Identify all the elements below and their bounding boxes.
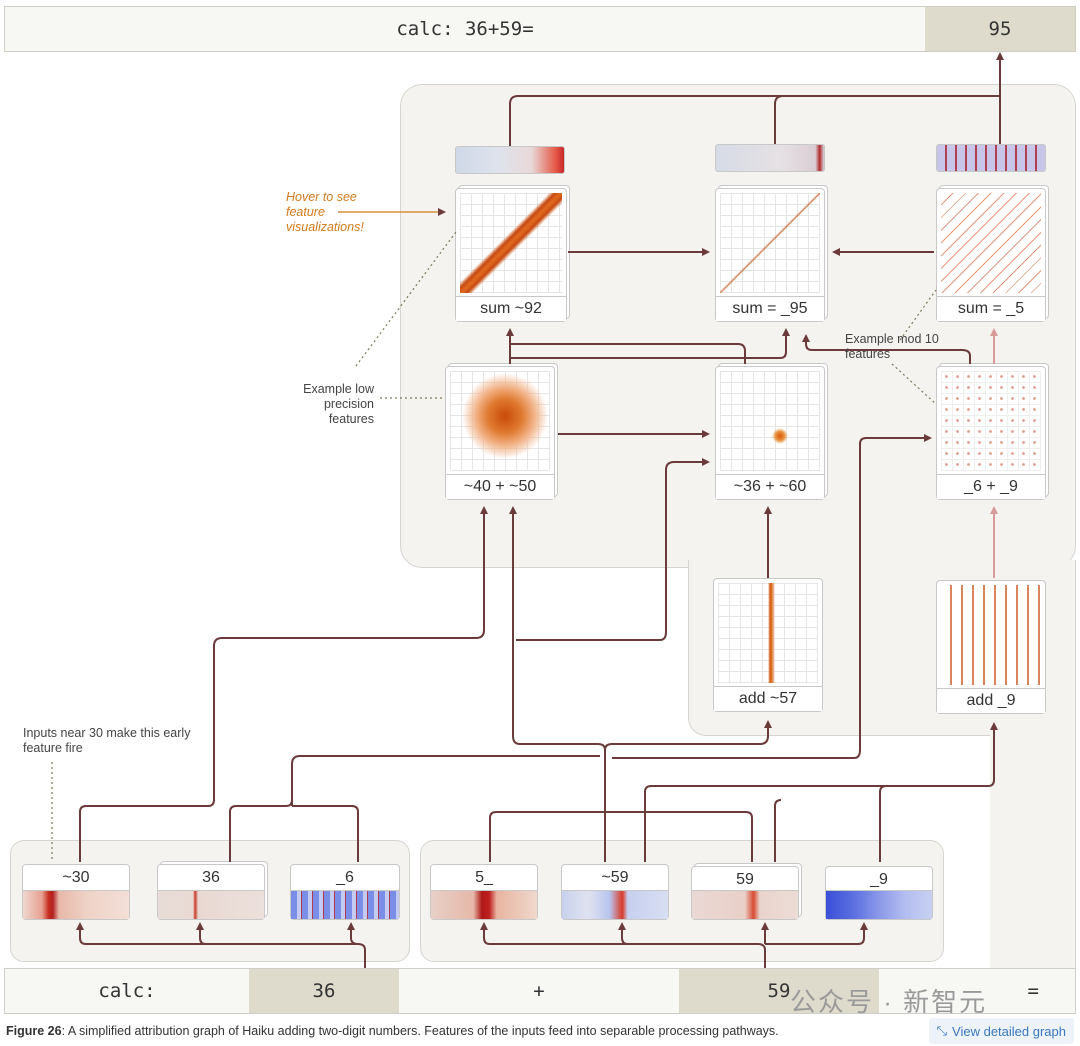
input-feature-9[interactable]: _9 bbox=[825, 866, 933, 920]
low-precision-note: Example low precision features bbox=[303, 382, 374, 426]
feature-visualization bbox=[941, 585, 1041, 685]
token-plus[interactable]: + bbox=[533, 980, 545, 1002]
input-label: ~30 bbox=[62, 869, 90, 886]
edge bbox=[229, 755, 600, 862]
node-label: add ~57 bbox=[714, 686, 822, 711]
activation-strip bbox=[826, 890, 932, 919]
activation-strip bbox=[291, 890, 399, 919]
edge bbox=[802, 334, 971, 364]
top-prompt-text: calc: 36+59= bbox=[396, 18, 534, 40]
mod10-note: Example mod 10 features bbox=[845, 332, 939, 361]
expand-icon: ⤡ bbox=[936, 1023, 948, 1038]
edge bbox=[879, 785, 887, 862]
edge bbox=[765, 922, 868, 945]
feature-visualization bbox=[720, 371, 820, 471]
prompt-token: calc: bbox=[98, 980, 156, 1002]
token-36[interactable]: 36 bbox=[249, 969, 399, 1013]
activation-strip bbox=[158, 890, 264, 919]
link-label: View detailed graph bbox=[952, 1023, 1066, 1039]
activation-strip bbox=[431, 890, 537, 919]
lookup-region-right bbox=[990, 730, 1076, 970]
node-label: sum = _5 bbox=[937, 296, 1045, 321]
token-59[interactable]: 59 bbox=[679, 969, 879, 1013]
node-lp-40-50[interactable]: ~40 + ~50 bbox=[445, 366, 555, 500]
edge bbox=[612, 434, 932, 759]
caption-label: Figure 26 bbox=[6, 1024, 62, 1038]
node-label: add _9 bbox=[937, 688, 1045, 713]
activation-strip bbox=[562, 890, 668, 919]
sum92-pointer bbox=[355, 231, 457, 367]
edge bbox=[774, 799, 782, 862]
feature-visualization bbox=[450, 371, 550, 471]
edge bbox=[347, 922, 359, 945]
input-label: _6 bbox=[336, 869, 354, 886]
node-add-9[interactable]: add _9 bbox=[936, 580, 1046, 714]
input-feature-5[interactable]: 5_ bbox=[430, 864, 538, 920]
edge bbox=[604, 720, 772, 751]
node-label: sum ~92 bbox=[456, 296, 566, 321]
early-feature-note: Inputs near 30 make this early feature f… bbox=[23, 726, 191, 755]
node-label: ~40 + ~50 bbox=[446, 474, 554, 499]
activation-strip bbox=[692, 890, 798, 919]
mod10-pointer bbox=[891, 363, 937, 405]
edge bbox=[509, 52, 1004, 146]
node-lp-36-60[interactable]: ~36 + ~60 bbox=[715, 366, 825, 500]
edge bbox=[516, 458, 710, 641]
edge bbox=[644, 722, 998, 862]
feature-visualization bbox=[460, 193, 562, 293]
edge bbox=[618, 922, 758, 945]
caption-text: : A simplified attribution graph of Haik… bbox=[61, 1024, 779, 1038]
bottom-prompt-bar: calc: 36 + 59 = bbox=[4, 968, 1076, 1014]
input-label: ~59 bbox=[601, 869, 629, 886]
feature-visualization bbox=[720, 193, 820, 293]
top-output-token[interactable]: 95 bbox=[925, 7, 1075, 51]
input-label: 59 bbox=[736, 871, 754, 888]
input-label: _9 bbox=[870, 871, 888, 888]
activation-strip bbox=[23, 890, 129, 919]
input-label: 36 bbox=[202, 869, 220, 886]
input-label: 5_ bbox=[475, 869, 493, 886]
edge bbox=[774, 95, 1000, 144]
input-feature-30[interactable]: ~30 bbox=[22, 864, 130, 920]
edge bbox=[79, 506, 488, 862]
edge bbox=[480, 922, 766, 968]
watermark: 公众号 · 新智元 bbox=[790, 987, 988, 1017]
edge bbox=[509, 506, 606, 862]
token-equals[interactable]: = bbox=[1027, 980, 1039, 1002]
top-prompt-bar: calc: 36+59= 95 bbox=[4, 6, 1076, 52]
input-feature-59-approx[interactable]: ~59 bbox=[561, 864, 669, 920]
edge bbox=[510, 343, 746, 364]
node-sum-5[interactable]: sum = _5 bbox=[936, 188, 1046, 322]
edge bbox=[76, 922, 366, 968]
feature-visualization bbox=[718, 583, 818, 683]
mod10-pointer-2 bbox=[899, 289, 937, 341]
sum-92-output-strip bbox=[455, 146, 565, 174]
edge bbox=[292, 805, 359, 862]
sum-95-output-strip bbox=[715, 144, 825, 172]
input-feature-6[interactable]: _6 bbox=[290, 864, 400, 920]
node-mod-6-9[interactable]: _6 + _9 bbox=[936, 366, 1046, 500]
node-sum-92[interactable]: sum ~92 bbox=[455, 188, 567, 322]
edge bbox=[489, 811, 753, 862]
node-add-57[interactable]: add ~57 bbox=[713, 578, 823, 712]
feature-visualization bbox=[941, 371, 1041, 471]
feature-visualization bbox=[941, 193, 1041, 293]
edge bbox=[196, 922, 358, 945]
node-sum-95[interactable]: sum = _95 bbox=[715, 188, 825, 322]
node-label: ~36 + ~60 bbox=[716, 474, 824, 499]
edge bbox=[510, 328, 790, 359]
sum-5-output-strip bbox=[936, 144, 1046, 172]
input-feature-36[interactable]: 36 bbox=[157, 864, 265, 920]
node-label: _6 + _9 bbox=[937, 474, 1045, 499]
figure-caption: Figure 26: A simplified attribution grap… bbox=[6, 1024, 779, 1038]
hover-note: Hover to see feature visualizations! bbox=[286, 190, 364, 234]
input-feature-59[interactable]: 59 bbox=[691, 866, 799, 920]
view-detailed-graph-link[interactable]: ⤡ View detailed graph bbox=[928, 1018, 1074, 1044]
node-label: sum = _95 bbox=[716, 296, 824, 321]
